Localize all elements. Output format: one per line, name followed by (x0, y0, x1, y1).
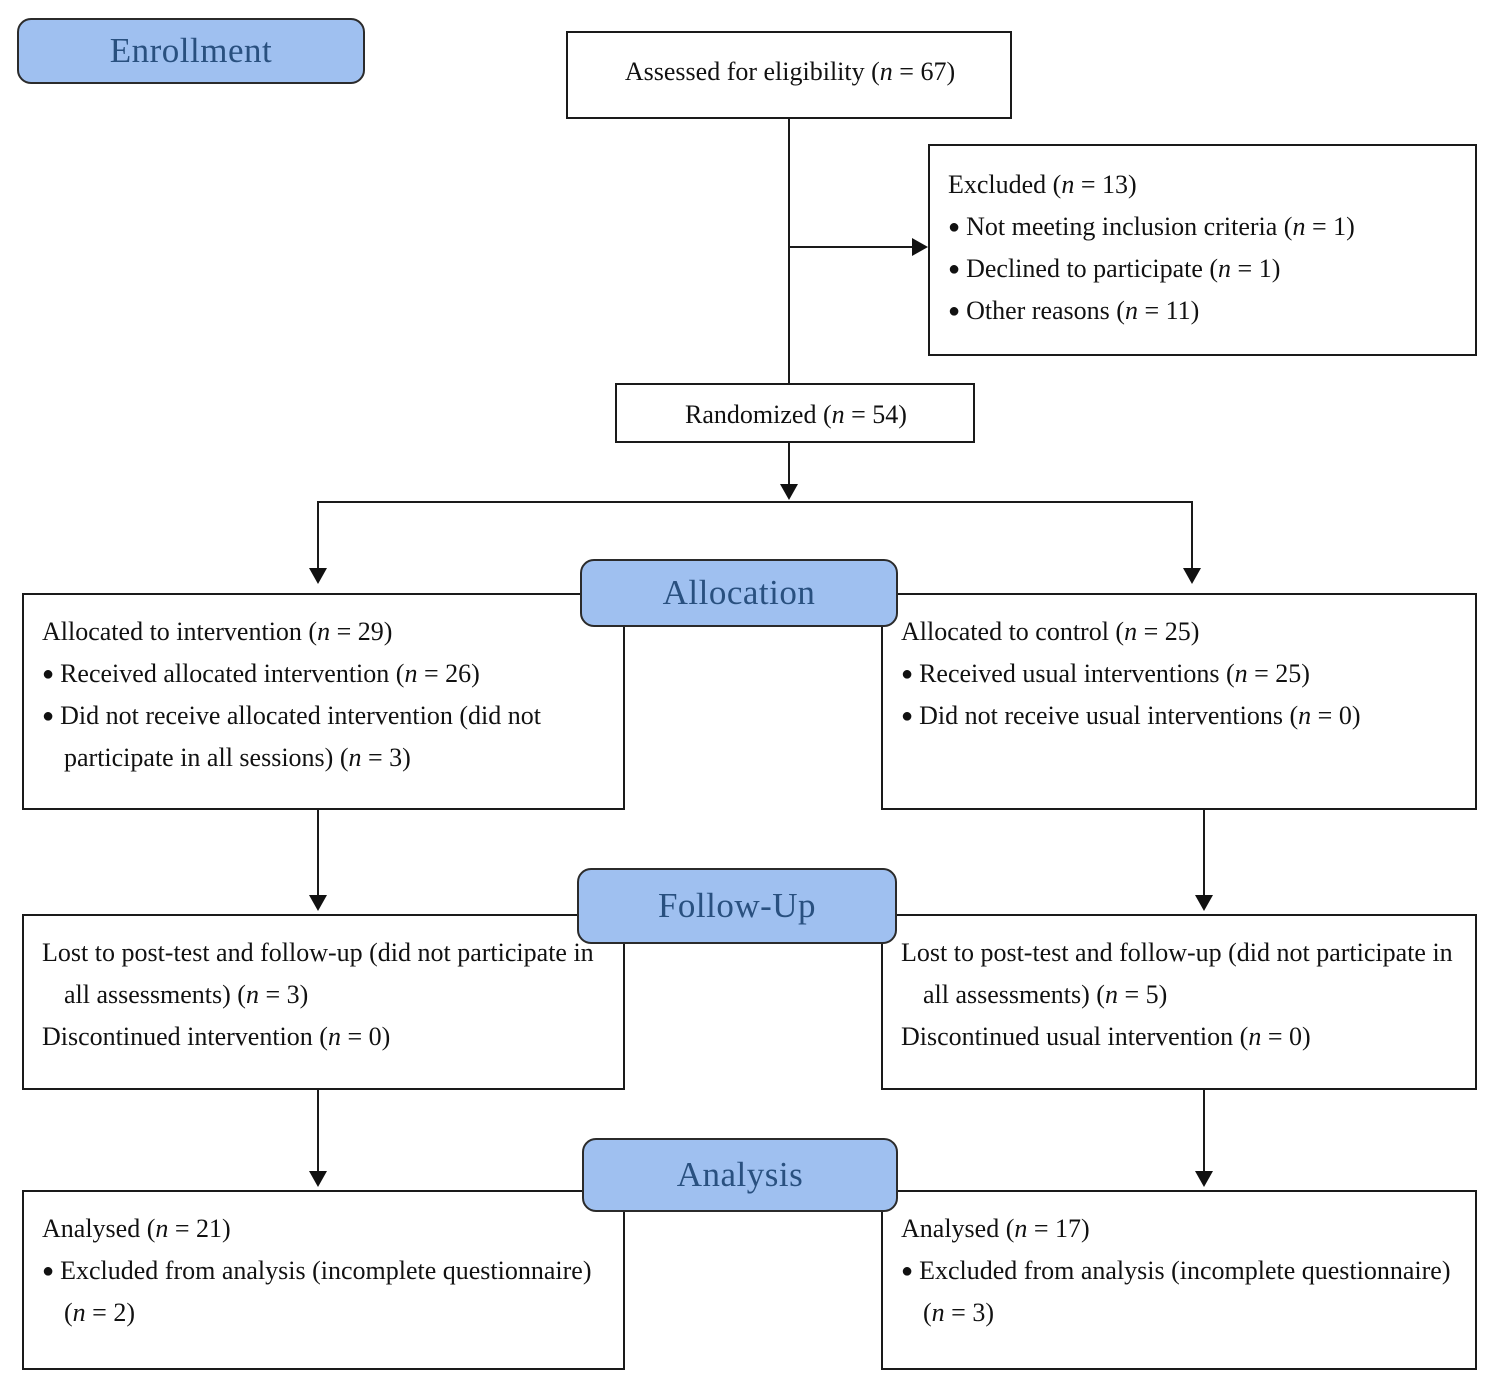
stage-label-analysis: Analysis (676, 1155, 804, 1194)
n-symbol: n (931, 1298, 945, 1328)
box-excluded: Excluded (n = 13) ●Not meeting inclusion… (928, 144, 1477, 356)
n-symbol: n (1061, 170, 1075, 199)
arrow-control-followup (1195, 895, 1213, 911)
followup-control-line: Lost to post-test and follow-up (did not… (901, 938, 1453, 1010)
arrow-to-allocated-control (1183, 568, 1201, 584)
bullet-icon: ● (42, 1260, 55, 1283)
connector-intervention-allocation-to-followup (317, 810, 319, 898)
allocation-control-item: ●Received usual interventions (n = 25) (901, 659, 1310, 689)
arrow-to-allocated-intervention (309, 568, 327, 584)
connector-split-horizontal (317, 501, 1192, 503)
connector-eligibility-to-randomized (788, 119, 790, 383)
box-followup-control: Lost to post-test and follow-up (did not… (881, 914, 1477, 1090)
analysis-control-item: ●Excluded from analysis (incomplete ques… (901, 1256, 1451, 1328)
arrow-control-analysis (1195, 1171, 1213, 1187)
stage-badge-analysis: Analysis (582, 1138, 898, 1212)
n-symbol: n (1014, 1214, 1028, 1243)
n-symbol: n (1124, 617, 1138, 646)
analysis-control-heading: Analysed (n = 17) (901, 1214, 1090, 1243)
box-randomized: Randomized (n = 54) (615, 383, 975, 443)
connector-to-excluded (788, 246, 914, 248)
followup-control-line: Discontinued usual intervention (n = 0) (901, 1022, 1311, 1052)
box-analysis-intervention: Analysed (n = 21) ●Excluded from analysi… (22, 1190, 625, 1370)
followup-intervention-line: Discontinued intervention (n = 0) (42, 1022, 391, 1052)
n-symbol: n (348, 743, 362, 773)
connector-control-followup-to-analysis (1203, 1090, 1205, 1174)
box-assessed-for-eligibility: Assessed for eligibility (n = 67) (566, 31, 1012, 119)
n-symbol: n (317, 617, 331, 646)
n-symbol: n (327, 1022, 341, 1052)
n-symbol: n (1104, 980, 1118, 1010)
arrow-randomized-split (780, 484, 798, 500)
n-symbol: n (72, 1298, 86, 1328)
arrow-to-excluded (912, 238, 928, 256)
n-symbol: n (155, 1214, 169, 1243)
arrow-intervention-followup (309, 895, 327, 911)
arrow-intervention-analysis (309, 1171, 327, 1187)
box-allocated-to-intervention: Allocated to intervention (n = 29) ●Rece… (22, 593, 625, 810)
box-allocated-to-control: Allocated to control (n = 25) ●Received … (881, 593, 1477, 810)
allocation-intervention-item: ●Received allocated intervention (n = 26… (42, 659, 480, 689)
n-symbol: n (1124, 296, 1138, 326)
n-symbol: n (1298, 701, 1312, 731)
stage-label-allocation: Allocation (662, 573, 816, 612)
allocation-intervention-heading: Allocated to intervention (n = 29) (42, 617, 393, 646)
allocation-control-item: ●Did not receive usual interventions (n … (901, 701, 1361, 731)
connector-intervention-followup-to-analysis (317, 1090, 319, 1174)
stage-badge-followup: Follow-Up (577, 868, 897, 944)
excluded-reason-item: ●Declined to participate (n = 1) (948, 254, 1281, 284)
bullet-icon: ● (42, 705, 55, 728)
bullet-icon: ● (948, 216, 961, 239)
connector-split-left (317, 501, 319, 573)
bullet-icon: ● (948, 300, 961, 323)
connector-split-right (1191, 501, 1193, 573)
n-symbol: n (831, 400, 845, 429)
assessed-text: Assessed for eligibility (n = 67) (624, 57, 956, 86)
n-symbol: n (1234, 659, 1248, 689)
n-symbol: n (1292, 212, 1306, 242)
n-symbol: n (879, 57, 893, 86)
n-symbol: n (245, 980, 259, 1010)
excluded-reason-item: ●Not meeting inclusion criteria (n = 1) (948, 212, 1355, 242)
n-symbol: n (1248, 1022, 1262, 1052)
box-followup-intervention: Lost to post-test and follow-up (did not… (22, 914, 625, 1090)
analysis-intervention-heading: Analysed (n = 21) (42, 1214, 231, 1243)
connector-randomized-stem (788, 443, 790, 489)
randomized-text: Randomized (n = 54) (685, 400, 907, 429)
bullet-icon: ● (42, 663, 55, 686)
n-symbol: n (404, 659, 418, 689)
analysis-intervention-item: ●Excluded from analysis (incomplete ques… (42, 1256, 592, 1328)
bullet-icon: ● (901, 1260, 914, 1283)
stage-label-followup: Follow-Up (657, 886, 817, 925)
excluded-heading: Excluded (n = 13) (948, 170, 1137, 199)
stage-label-enrollment: Enrollment (109, 31, 273, 70)
followup-intervention-line: Lost to post-test and follow-up (did not… (42, 938, 594, 1010)
connector-control-allocation-to-followup (1203, 810, 1205, 898)
bullet-icon: ● (901, 705, 914, 728)
bullet-icon: ● (948, 258, 961, 281)
bullet-icon: ● (901, 663, 914, 686)
excluded-reason-item: ●Other reasons (n = 11) (948, 296, 1200, 326)
allocation-control-heading: Allocated to control (n = 25) (901, 617, 1200, 646)
n-symbol: n (1218, 254, 1232, 284)
stage-badge-enrollment: Enrollment (17, 18, 365, 84)
stage-badge-allocation: Allocation (580, 559, 898, 627)
box-analysis-control: Analysed (n = 17) ●Excluded from analysi… (881, 1190, 1477, 1370)
allocation-intervention-item: ●Did not receive allocated intervention … (42, 701, 541, 773)
